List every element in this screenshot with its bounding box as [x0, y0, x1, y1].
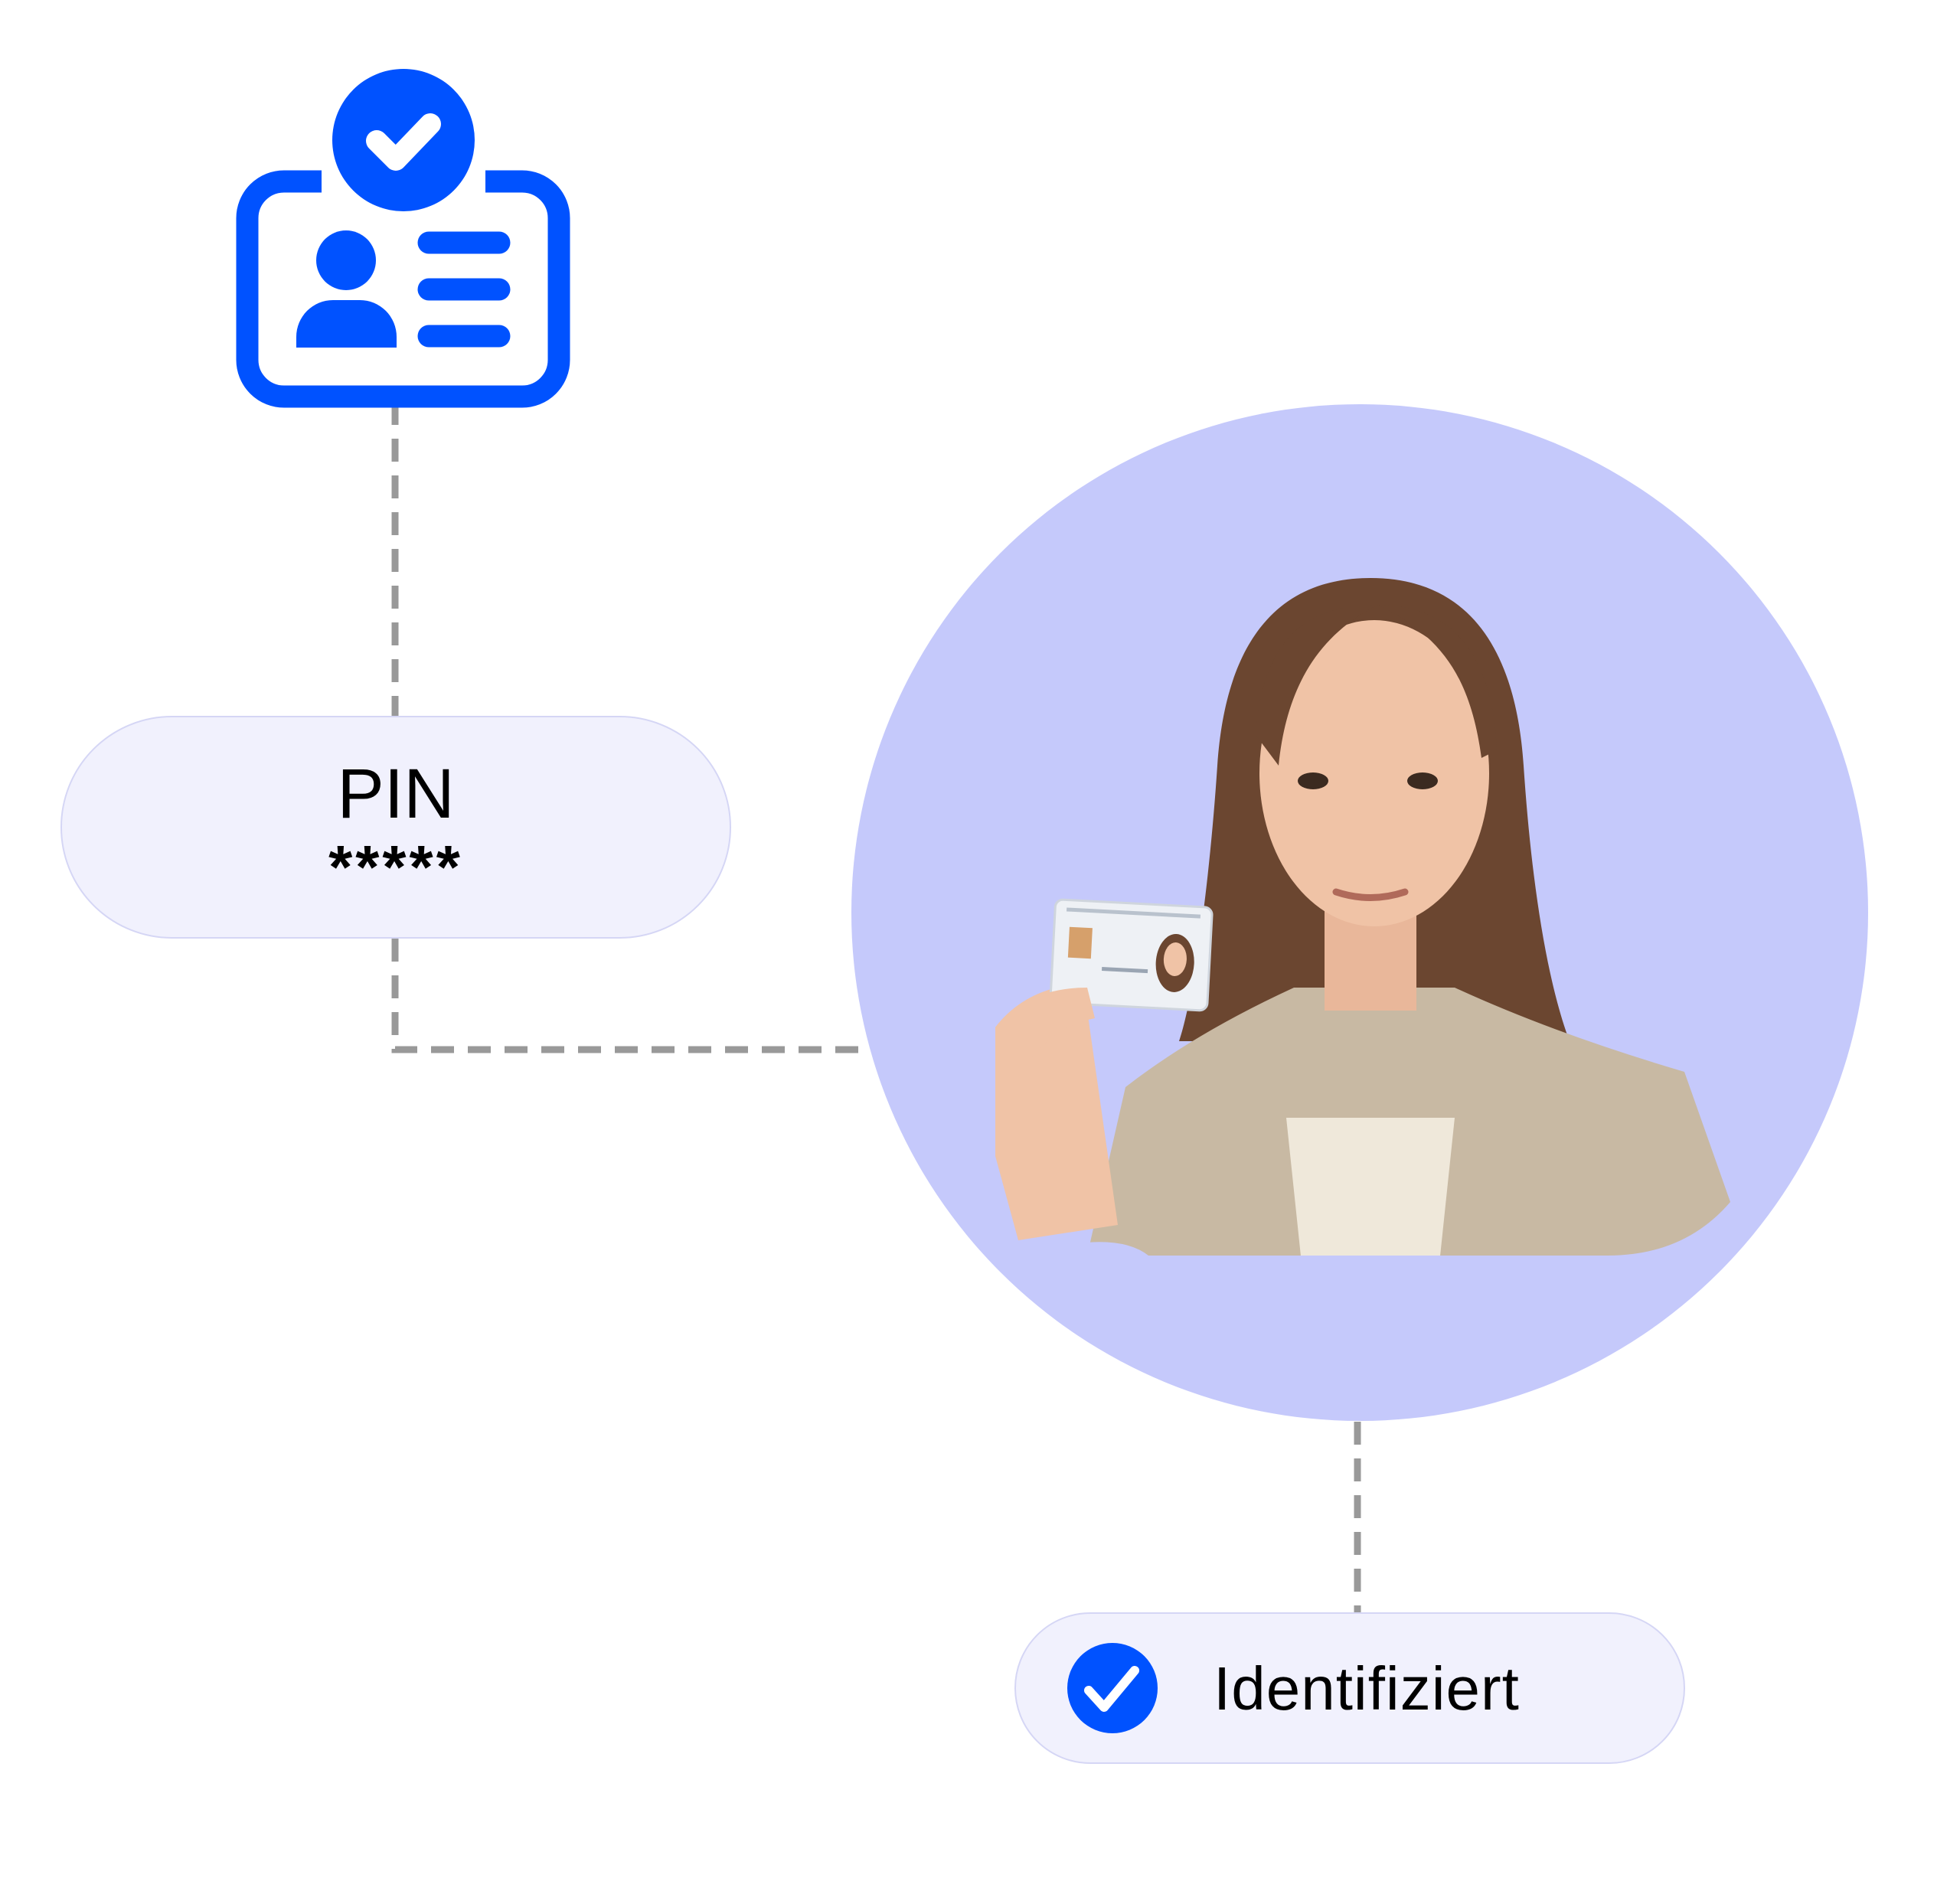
pin-pill: PIN *****: [60, 716, 731, 939]
person-photo: [851, 404, 1868, 1421]
status-pill: Identifiziert: [1014, 1612, 1685, 1764]
status-label: Identifiziert: [1214, 1654, 1520, 1723]
check-circle-icon: [1067, 1643, 1158, 1733]
id-card-verified-icon: [236, 69, 570, 408]
pin-masked-value: *****: [328, 833, 463, 901]
connector-pin-to-photo: [391, 939, 870, 1053]
pin-label: PIN: [337, 755, 455, 833]
